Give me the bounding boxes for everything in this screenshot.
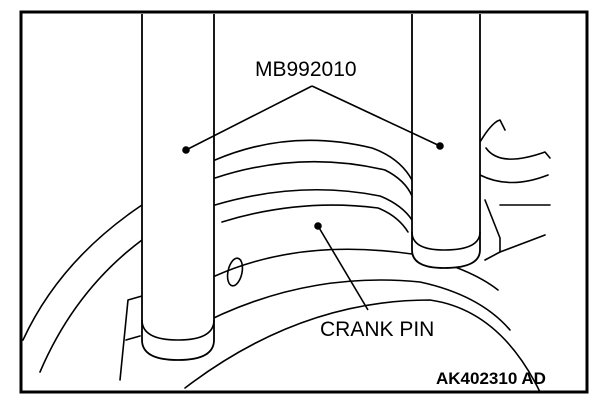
leader-dot-crank-pin xyxy=(314,222,322,230)
crank-web-outer xyxy=(22,204,143,341)
crank-web-inner xyxy=(39,239,143,373)
leader-dot-right xyxy=(436,142,444,150)
crank-pin-arc-bottom xyxy=(184,299,541,393)
tool-label: MB992010 xyxy=(255,58,357,81)
leader-tool-left xyxy=(185,85,313,151)
oil-hole xyxy=(226,257,244,287)
rod-right-edge xyxy=(484,199,546,253)
figure-code: AK402310 AD xyxy=(436,369,546,388)
crank-pin-arc-lower xyxy=(189,279,511,331)
bearing-arc-3 xyxy=(214,188,413,221)
rod-right-body xyxy=(479,174,549,184)
bearing-outer-arc xyxy=(214,139,413,181)
tool-bar-right xyxy=(411,14,481,269)
leader-crank-pin xyxy=(317,225,369,311)
rod-right-lower xyxy=(484,251,501,261)
rod-right-curve xyxy=(485,147,551,160)
tool-bar-left-edge xyxy=(141,319,215,341)
tool-bar-right-edge xyxy=(411,231,481,251)
rod-right-upper xyxy=(479,119,506,143)
figure-border xyxy=(19,10,589,394)
bearing-arc-2 xyxy=(214,160,413,197)
bearing-arc-4 xyxy=(221,204,409,233)
leader-tool-right xyxy=(311,85,441,147)
leader-dot-left xyxy=(182,146,190,154)
tool-bar-left xyxy=(141,14,215,361)
crank-pin-arc-upper xyxy=(214,248,499,291)
crank-pin-label: CRANK PIN xyxy=(320,318,434,341)
crank-web-lower-2 xyxy=(125,335,141,341)
crank-web-lower xyxy=(119,295,143,381)
